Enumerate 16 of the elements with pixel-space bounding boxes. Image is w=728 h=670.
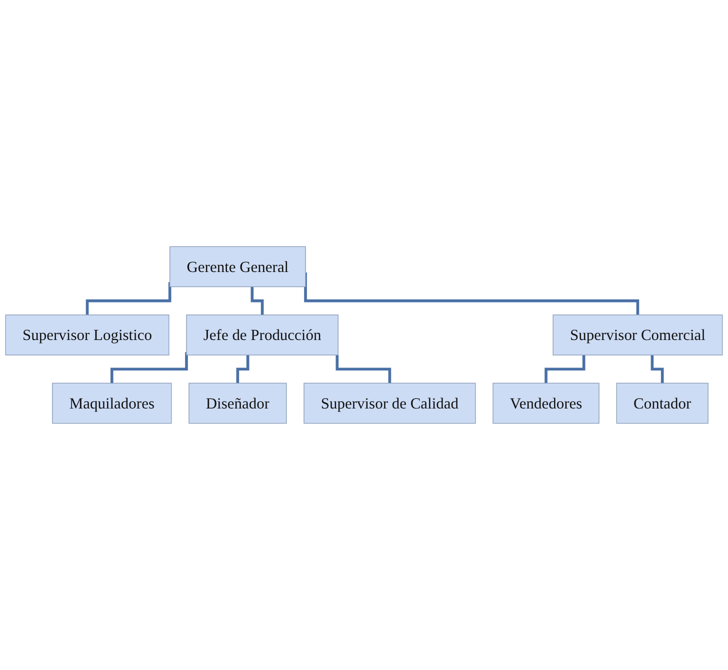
connector [110, 352, 188, 385]
node-box: Vendedores [492, 382, 600, 424]
node-box: Gerente General [169, 246, 306, 288]
connector [236, 355, 250, 385]
connector [250, 286, 264, 316]
connector [544, 355, 586, 385]
node-box: Maquiladores [52, 382, 172, 424]
connector [336, 355, 392, 385]
node-box: Jefe de Producción [186, 314, 338, 356]
node-box: Contador [616, 382, 708, 424]
node-box: Supervisor Comercial [552, 314, 723, 356]
node-box: Diseñador [188, 382, 287, 424]
node-box: Supervisor de Calidad [304, 382, 476, 424]
connector [86, 282, 172, 316]
node-box: Supervisor Logistico [5, 314, 170, 356]
connector [650, 355, 664, 385]
